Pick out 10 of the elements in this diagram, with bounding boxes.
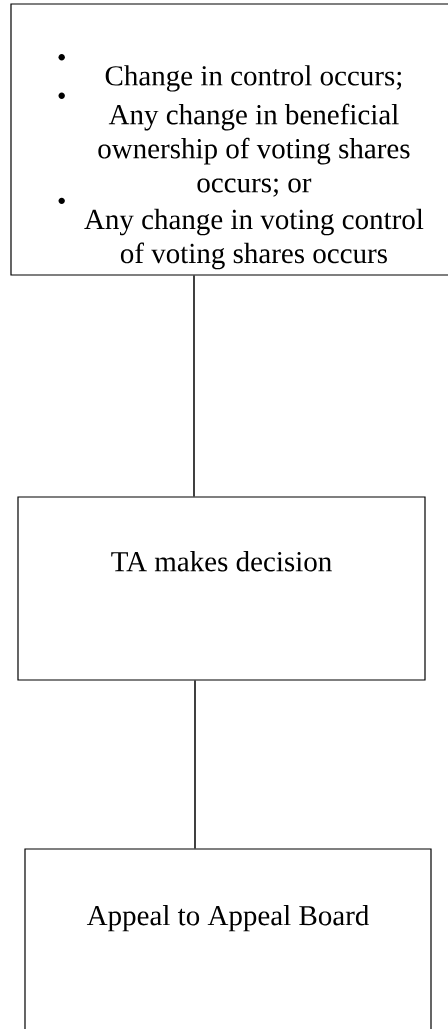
bullet-item: Change in control occurs;: [58, 54, 402, 92]
box-text: TA makes decision: [111, 551, 332, 572]
bullet-list-box: [10, 3, 448, 276]
process-box: [17, 496, 426, 681]
connector-line: [193, 274, 195, 498]
box-text: Appeal to Appeal Board: [86, 905, 369, 932]
connector-line: [194, 679, 196, 850]
bullet-item: Any change in beneficial ownership of voting shares occurs; or: [58, 92, 410, 197]
process-box: [24, 848, 432, 1029]
bullet-item: Any change in voting control of voting shares occurs: [58, 197, 424, 270]
